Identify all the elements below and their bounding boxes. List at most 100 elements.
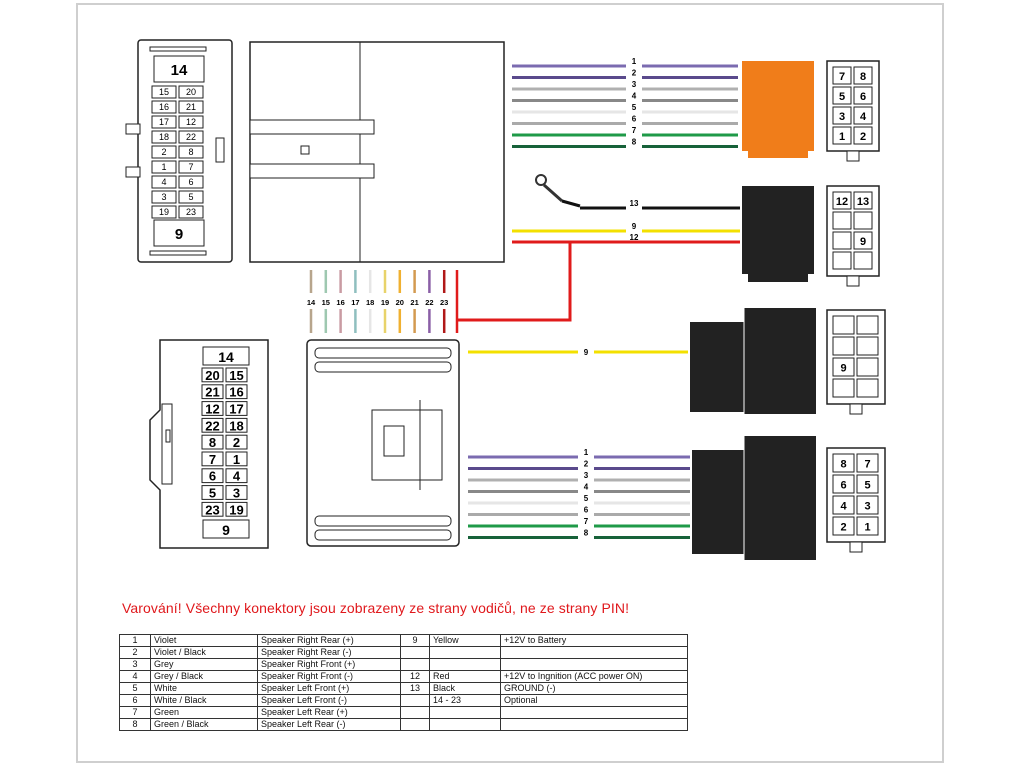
wire-label: 17 — [351, 298, 359, 307]
pin-cell — [151, 175, 177, 189]
pin-label: 18 — [159, 132, 169, 142]
pin-cell — [201, 434, 224, 450]
pin-label: 6 — [188, 177, 193, 187]
pin-cell — [225, 401, 248, 416]
legend-cell-function2 — [500, 646, 688, 659]
wire-label: 2 — [584, 460, 589, 469]
pinout-label: 8 — [840, 459, 846, 471]
pinout-cell — [856, 474, 879, 494]
pin-label: 5 — [188, 192, 193, 202]
wire-label: 1 — [584, 448, 589, 457]
wire-label: 12 — [630, 233, 639, 242]
pinout-label: 3 — [839, 111, 845, 123]
pin-cell — [225, 501, 248, 517]
pin-label: 6 — [209, 469, 216, 484]
wire-label: 4 — [584, 483, 589, 492]
wire-label: 6 — [632, 115, 637, 124]
pin-label: 16 — [229, 385, 243, 400]
pinout-label: 5 — [839, 91, 845, 103]
wire-label: 9 — [632, 222, 637, 231]
legend-cell-color: Violet / Black — [150, 646, 258, 659]
pin-cell — [225, 417, 248, 433]
legend-cell-pin2 — [400, 694, 430, 707]
pinout-label: 4 — [840, 501, 847, 513]
wire-label: 8 — [632, 138, 637, 147]
pin-cell — [201, 367, 224, 383]
pinout-cell — [832, 231, 852, 250]
pin-cell — [178, 115, 204, 129]
wire-label: 5 — [584, 494, 589, 503]
pin-label: 18 — [229, 418, 243, 433]
legend-cell-function: Speaker Right Rear (+) — [257, 634, 401, 647]
legend-cell-pin: 3 — [119, 658, 151, 671]
legend-cell-pin: 8 — [119, 718, 151, 731]
pin-label: 3 — [161, 192, 166, 202]
pinout-cell — [832, 315, 855, 335]
lower-speaker-plug — [692, 436, 816, 560]
pinout-label: 12 — [836, 196, 848, 208]
pinout-label: 4 — [860, 111, 867, 123]
legend-cell-color2 — [429, 658, 501, 671]
pinout-label: 8 — [860, 71, 866, 83]
pinout-cell — [832, 66, 852, 85]
wire-label: 18 — [366, 298, 374, 307]
pin-cell — [225, 367, 248, 383]
pin-label: 20 — [186, 87, 196, 97]
wire-label: 16 — [336, 298, 344, 307]
pinout-cell — [832, 357, 855, 377]
legend-cell-pin: 4 — [119, 670, 151, 683]
legend-cell-pin: 1 — [119, 634, 151, 647]
legend-cell-pin: 7 — [119, 706, 151, 719]
pin-cell — [151, 160, 177, 174]
pin-label: 8 — [209, 435, 216, 450]
legend-cell-color: Grey — [150, 658, 258, 671]
pin-label: 7 — [209, 452, 216, 467]
pin-label: 16 — [159, 102, 169, 112]
wire-label: 3 — [632, 80, 637, 89]
pinout-cell — [853, 66, 873, 85]
wire-label: 14 — [307, 298, 316, 307]
pin-label: 4 — [161, 177, 166, 187]
pinout-label: 2 — [860, 131, 866, 143]
pin-label: 12 — [186, 117, 196, 127]
pin-cell — [151, 100, 177, 114]
pin-cell — [225, 485, 248, 500]
bottom-connector-pin-9: 9 — [222, 522, 230, 538]
pin-label: 22 — [205, 418, 219, 433]
pin-label: 23 — [186, 207, 196, 217]
pinout-cell — [832, 86, 852, 105]
legend-cell-color: White — [150, 682, 258, 695]
lower-power-pinout: 9 — [826, 309, 886, 415]
pin-cell — [151, 145, 177, 159]
pinout-label: 13 — [857, 196, 869, 208]
legend-cell-pin2 — [400, 646, 430, 659]
pinout-label: 6 — [860, 91, 866, 103]
pin-label: 8 — [188, 147, 193, 157]
pin-label: 17 — [229, 402, 243, 417]
legend-cell-function: Speaker Left Front (+) — [257, 682, 401, 695]
pin-cell — [201, 501, 224, 517]
wire-label: 2 — [632, 69, 637, 78]
pin-cell — [178, 190, 204, 204]
pinout-cell — [853, 231, 873, 250]
wire-label: 9 — [584, 348, 589, 357]
legend-cell-pin2: 13 — [400, 682, 430, 695]
pin-cell — [225, 434, 248, 450]
legend-cell-function: Speaker Right Front (-) — [257, 670, 401, 683]
top-connector-pin-9: 9 — [175, 226, 183, 243]
pin-label: 3 — [233, 486, 240, 501]
wire-label: 13 — [630, 199, 639, 208]
wire-label: 23 — [440, 298, 448, 307]
pin-cell — [201, 485, 224, 500]
legend-cell-pin2 — [400, 718, 430, 731]
pin-label: 19 — [229, 502, 243, 517]
legend-cell-function: Speaker Left Rear (+) — [257, 706, 401, 719]
